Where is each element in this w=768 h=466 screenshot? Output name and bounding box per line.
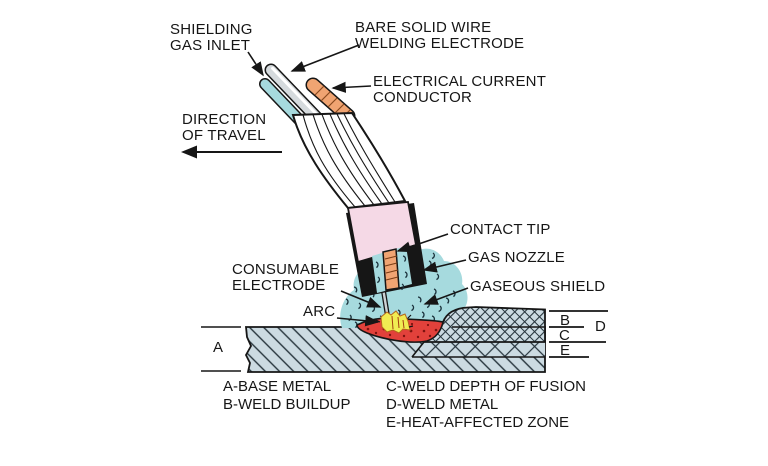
pointer-arrows (247, 44, 469, 327)
legend-heat-affected-zone: E-HEAT-AFFECTED ZONE (386, 414, 570, 431)
zone-letter-e: E (560, 342, 571, 359)
contact-tip-shape (382, 248, 400, 291)
legend-base-metal: A-BASE METAL (223, 378, 332, 395)
label-shielding-gas-inlet: SHIELDING GAS INLET (170, 21, 253, 54)
base-metal-ticks (201, 326, 241, 372)
legend-weld-metal: D-WELD METAL (386, 396, 499, 413)
conductor-pointer (331, 81, 372, 93)
bare-wire-pointer (290, 44, 360, 72)
zone-letter-d: D (595, 318, 606, 335)
heat-affected-zone (411, 341, 545, 358)
zone-ruler-lines (549, 310, 608, 358)
label-conductor: ELECTRICAL CURRENT CONDUCTOR (373, 73, 547, 106)
zone-letter-b: B (560, 312, 571, 329)
conductor-tube (305, 77, 356, 124)
direction-arrow (181, 145, 282, 159)
shielding-gas-pointer (247, 51, 264, 77)
contact-tip-pointer (396, 233, 449, 253)
label-arc: ARC (303, 303, 336, 320)
legend-depth-of-fusion: C-WELD DEPTH OF FUSION (386, 378, 587, 395)
gaseous-shield-pointer (423, 287, 469, 305)
label-gas-nozzle: GAS NOZZLE (468, 249, 566, 266)
wire-conduit-tube (264, 63, 323, 124)
label-direction-of-travel: DIRECTION OF TRAVEL (182, 111, 267, 144)
torch-neck (291, 111, 407, 210)
gas-nozzle-pointer (422, 259, 467, 273)
zone-letter-c: C (559, 327, 570, 344)
label-bare-wire: BARE SOLID WIRE WELDING ELECTRODE (355, 19, 525, 52)
arc-pointer (336, 315, 380, 327)
label-consumable-electrode: CONSUMABLE ELECTRODE (232, 261, 340, 294)
legend-weld-buildup: B-WELD BUILDUP (223, 396, 351, 413)
label-contact-tip: CONTACT TIP (450, 221, 551, 238)
zone-letter-a: A (213, 339, 224, 356)
consumable-electrode-pointer (340, 290, 382, 308)
label-gaseous-shield: GASEOUS SHIELD (470, 278, 606, 295)
